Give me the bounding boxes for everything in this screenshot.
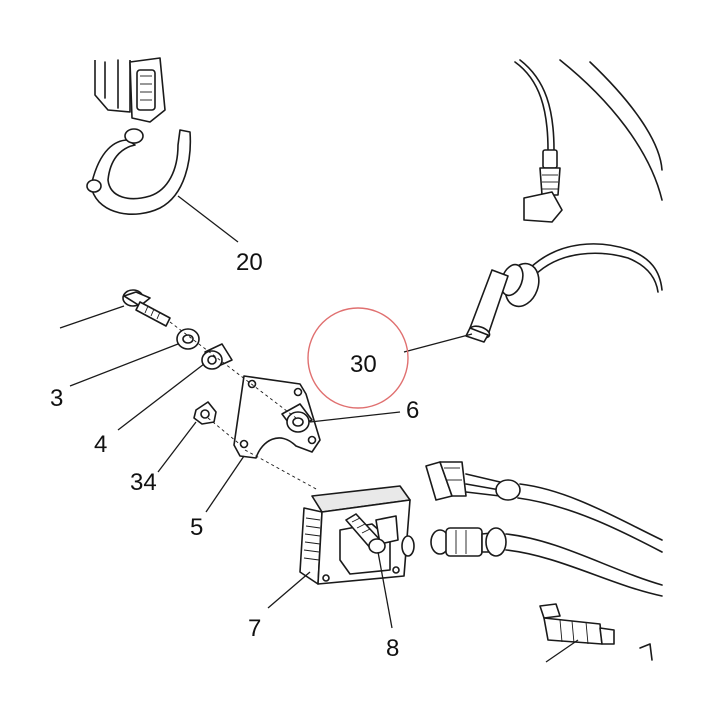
callout-30[interactable]: 30 (350, 351, 377, 378)
clamp-part-20 (86, 128, 192, 215)
sensor-part-30 (465, 243, 663, 343)
spark-plug (539, 603, 653, 661)
bracket-part-5 (233, 375, 321, 459)
callout-8[interactable]: 8 (386, 635, 399, 662)
harness-connectors (425, 461, 663, 597)
callout-6[interactable]: 6 (406, 397, 419, 424)
cable-top (514, 59, 663, 223)
bolt-part-3 (122, 289, 171, 327)
callout-34[interactable]: 34 (130, 469, 157, 496)
spacer-part-6 (281, 403, 313, 433)
washer (176, 328, 200, 350)
callout-5[interactable]: 5 (190, 514, 203, 541)
grommet-part-4 (201, 343, 233, 370)
coil-part-7 (299, 485, 415, 585)
callout-4[interactable]: 4 (94, 431, 107, 458)
callout-20[interactable]: 20 (236, 249, 263, 276)
callout-7[interactable]: 7 (248, 615, 261, 642)
highlight-circle (307, 307, 409, 409)
leader-lines (59, 195, 579, 663)
callout-3[interactable]: 3 (50, 385, 63, 412)
connector-plug (94, 57, 166, 123)
assembly-lines (169, 321, 319, 491)
nut-part-34 (193, 401, 217, 425)
bolt-part-8 (345, 513, 386, 554)
